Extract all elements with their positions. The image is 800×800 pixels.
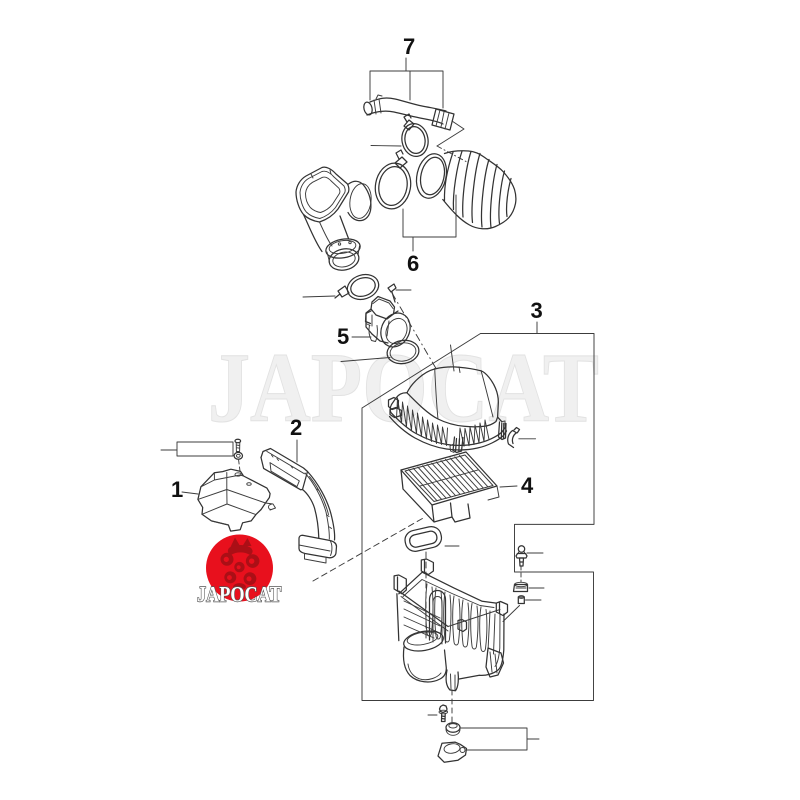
svg-text:2: 2 <box>290 415 302 440</box>
svg-text:6: 6 <box>407 251 419 276</box>
svg-text:4: 4 <box>521 473 534 498</box>
svg-text:3: 3 <box>531 298 543 323</box>
svg-text:JAPOCAT: JAPOCAT <box>208 332 599 443</box>
svg-text:1: 1 <box>171 477 183 502</box>
svg-text:7: 7 <box>403 34 415 59</box>
svg-text:5: 5 <box>337 324 349 349</box>
svg-text:JAPOCAT: JAPOCAT <box>197 582 282 607</box>
